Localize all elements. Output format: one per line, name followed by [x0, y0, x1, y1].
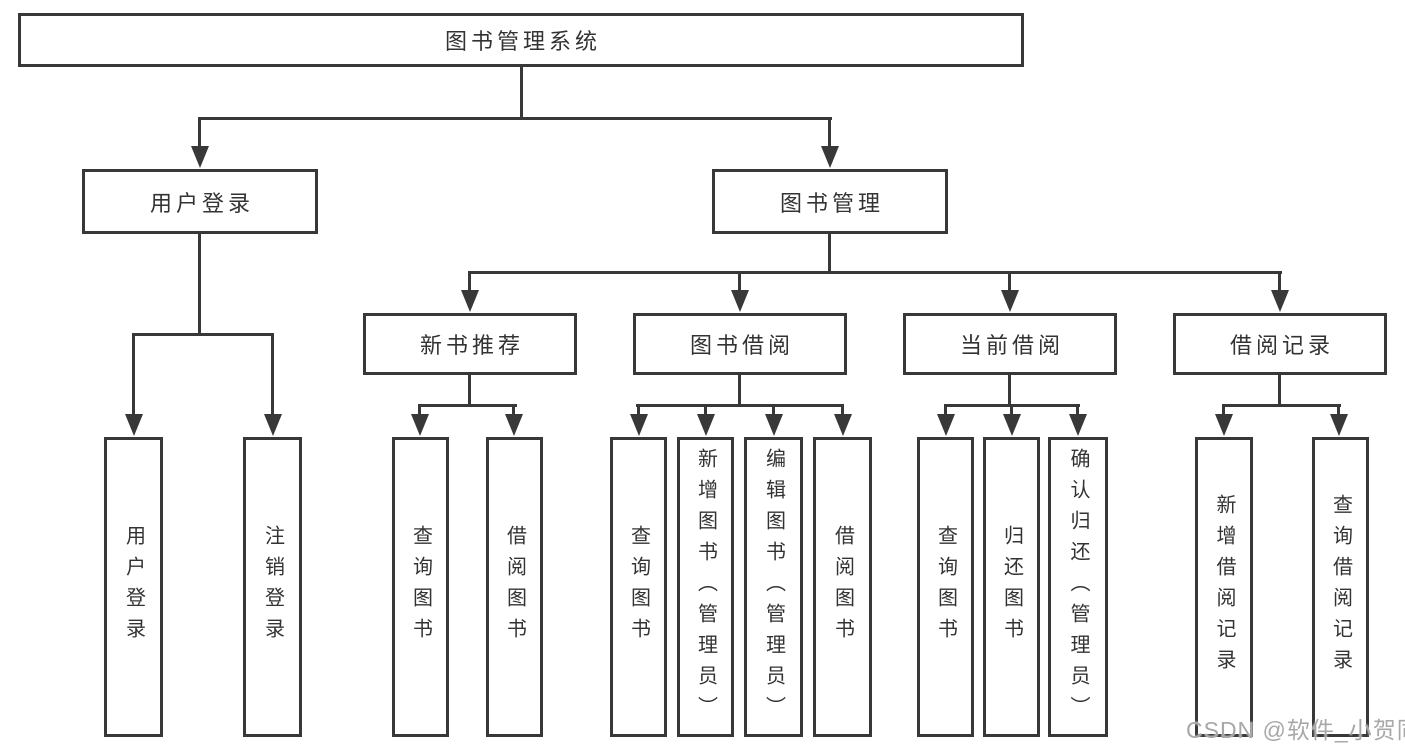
- arrow-to-user-login: [198, 117, 201, 146]
- connector-borrowing-records-bar: [1222, 404, 1341, 407]
- arrow-to-leaf-logout: [271, 333, 274, 414]
- arrow-to-leaf-query-books-borrow: [637, 404, 640, 414]
- arrow-to-leaf-query-books-current: [944, 404, 947, 414]
- node-leaf-query-books-current: 查询图书: [917, 437, 974, 737]
- connector-book-management-bar: [468, 271, 1282, 274]
- node-leaf-add-borrow-record: 新增借阅记录: [1195, 437, 1253, 737]
- node-book-borrowing: 图书借阅: [633, 313, 847, 375]
- arrow-to-borrowing-records: [1278, 271, 1281, 290]
- arrow-to-leaf-user-login: [132, 333, 135, 414]
- connector-book-borrowing-stem: [738, 373, 741, 407]
- node-leaf-borrow-books-recommend: 借阅图书: [486, 437, 543, 737]
- node-user-login: 用户登录: [82, 169, 318, 234]
- connector-user-login-stem: [198, 232, 201, 336]
- arrow-to-book-borrowing: [738, 271, 741, 290]
- connector-book-management-stem: [828, 232, 831, 274]
- connector-new-book-bar: [418, 404, 517, 407]
- node-current-borrowing: 当前借阅: [903, 313, 1117, 375]
- arrow-to-leaf-confirm-return-admin: [1076, 404, 1079, 414]
- node-leaf-add-book-admin: 新增图书（管理员）: [677, 437, 734, 737]
- arrow-to-leaf-query-borrow-record: [1337, 404, 1340, 414]
- node-root: 图书管理系统: [18, 13, 1024, 67]
- arrow-to-leaf-add-book-admin: [704, 404, 707, 414]
- node-leaf-query-borrow-record: 查询借阅记录: [1312, 437, 1369, 737]
- arrow-to-leaf-edit-book-admin: [772, 404, 775, 414]
- arrow-to-current-borrowing: [1008, 271, 1011, 290]
- node-leaf-return-book: 归还图书: [983, 437, 1040, 737]
- node-leaf-borrow-books-borrow: 借阅图书: [813, 437, 872, 737]
- arrow-to-book-management: [828, 117, 831, 146]
- connector-root-bar: [198, 117, 832, 120]
- node-leaf-logout: 注销登录: [243, 437, 302, 737]
- node-new-book-recommend: 新书推荐: [363, 313, 577, 375]
- arrow-to-leaf-borrow-books-recommend: [512, 404, 515, 414]
- node-leaf-query-books-recommend: 查询图书: [392, 437, 449, 737]
- node-leaf-user-login: 用户登录: [104, 437, 163, 737]
- arrow-to-leaf-borrow-books-borrow: [841, 404, 844, 414]
- csdn-watermark: CSDN @软件_小贺同学: [1186, 717, 1405, 743]
- arrow-to-new-book-recommend: [468, 271, 471, 290]
- connector-new-book-stem: [468, 373, 471, 407]
- node-leaf-query-books-borrow: 查询图书: [610, 437, 667, 737]
- arrow-to-leaf-query-books-recommend: [418, 404, 421, 414]
- connector-user-login-bar: [132, 333, 274, 336]
- node-borrowing-records: 借阅记录: [1173, 313, 1387, 375]
- node-leaf-confirm-return-admin: 确认归还（管理员）: [1048, 437, 1108, 737]
- connector-borrowing-records-stem: [1278, 373, 1281, 407]
- connector-current-borrowing-stem: [1008, 373, 1011, 407]
- node-leaf-edit-book-admin: 编辑图书（管理员）: [744, 437, 803, 737]
- arrow-to-leaf-return-book: [1010, 404, 1013, 414]
- node-book-management: 图书管理: [712, 169, 948, 234]
- connector-root-stem: [520, 65, 523, 120]
- arrow-to-leaf-add-borrow-record: [1222, 404, 1225, 414]
- connector-book-borrowing-bar: [636, 404, 844, 407]
